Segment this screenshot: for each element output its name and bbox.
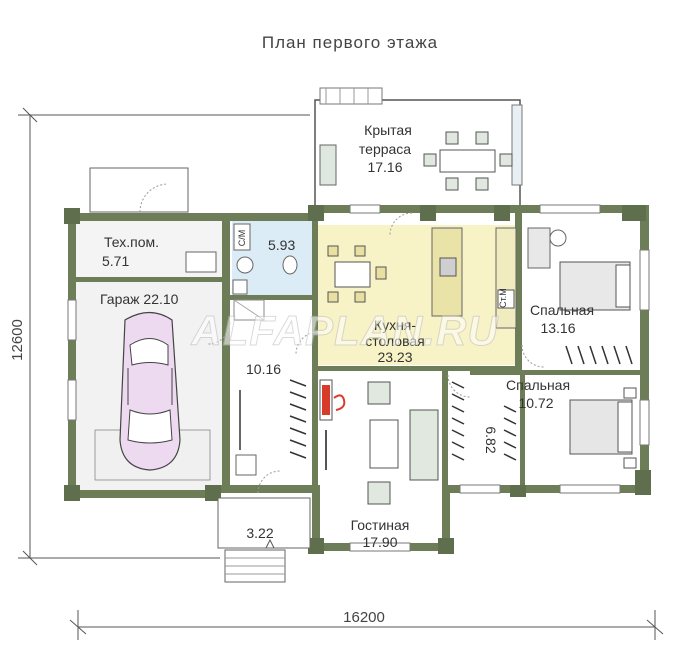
- garage-entry: [89, 167, 189, 213]
- bathroom-area: 5.93: [268, 237, 295, 253]
- plan-title: План первого этажа: [262, 33, 438, 52]
- garage: [94, 311, 211, 481]
- tech-room-area: 5.71: [102, 253, 129, 269]
- car-icon: [119, 311, 181, 471]
- living-label: Гостиная: [351, 517, 410, 533]
- bedroom-2: [569, 387, 637, 469]
- door-swing: [139, 183, 169, 213]
- closet-area: 6.82: [483, 426, 499, 453]
- bedroom-1: [527, 227, 633, 365]
- boiler: [185, 251, 217, 273]
- width-dimension: 16200: [343, 609, 385, 626]
- height-dimension: 12600: [9, 319, 26, 361]
- kitchen: Ст.М: [327, 227, 517, 329]
- terrace-area: 17.16: [367, 159, 402, 175]
- bedroom-1-label: Спальная: [530, 302, 594, 318]
- kitchen-label-1: Кухня-: [374, 317, 416, 333]
- terrace-label-1: Крытая: [364, 122, 412, 138]
- bedroom-2-area: 10.72: [518, 395, 553, 411]
- hall-area: 10.16: [246, 361, 281, 377]
- wc-label: С/М: [237, 230, 247, 247]
- watermark: ALFAPLAN.RU: [190, 307, 499, 354]
- terrace: [314, 87, 523, 211]
- windows: [67, 204, 650, 552]
- closet: [451, 381, 517, 461]
- terrace-label-2: терраса: [359, 141, 411, 157]
- living-room: [319, 379, 439, 505]
- walls: [68, 205, 649, 551]
- door-swings: [207, 212, 545, 494]
- kitchen-fill: [318, 225, 518, 365]
- kitchen-label-2: столовая: [365, 333, 425, 349]
- washer-label: Ст.М: [498, 288, 508, 308]
- garage-label: Гараж 22.10: [100, 291, 179, 307]
- wall-piers: [64, 205, 651, 554]
- bedroom-2-label: Спальная: [506, 377, 570, 393]
- kitchen-area: 23.23: [377, 349, 412, 365]
- living-area: 17.90: [362, 534, 397, 550]
- tech-room-label: Тех.пом.: [104, 234, 159, 250]
- porch-area: 3.22: [246, 525, 273, 541]
- hall: [235, 379, 307, 476]
- bathroom: С/М: [232, 223, 298, 321]
- bedroom-1-area: 13.16: [540, 320, 575, 336]
- porch: [217, 497, 311, 583]
- dimension-lines: [18, 107, 664, 640]
